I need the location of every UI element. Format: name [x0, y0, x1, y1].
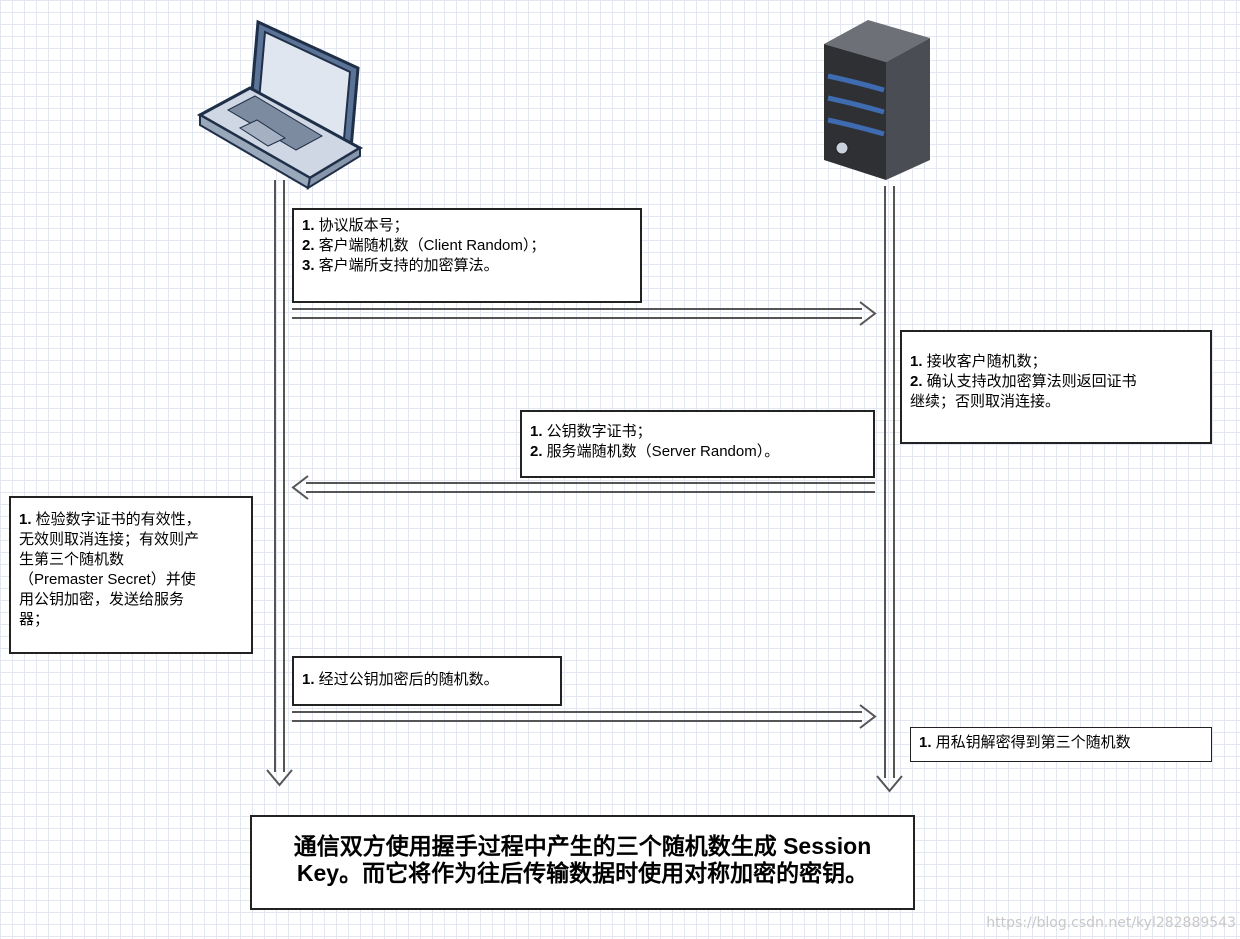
session-key-line-1: 通信双方使用握手过程中产生的三个随机数生成 Session — [293, 833, 872, 859]
session-key-line-2: Key。而它将作为往后传输数据时使用对称加密的密钥。 — [296, 860, 869, 886]
watermark: https://blog.csdn.net/kyl282889543 — [986, 915, 1236, 931]
server-receive-box: 1. 接收客户随机数； 2. 确认支持改加密算法则返回证书 继续；否则取消连接。 — [900, 330, 1212, 444]
client-verify-box: 1. 检验数字证书的有效性， 无效则取消连接；有效则产 生第三个随机数 （Pre… — [9, 496, 253, 654]
session-key-box: 通信双方使用握手过程中产生的三个随机数生成 Session Key。而它将作为往… — [250, 815, 915, 910]
laptop-icon — [196, 19, 364, 191]
client-lifeline — [266, 180, 293, 787]
server-decrypt-box: 1. 用私钥解密得到第三个随机数 — [910, 727, 1212, 762]
server-hello-box: 1. 公钥数字证书； 2. 服务端随机数（Server Random）。 — [520, 410, 875, 478]
arrow-client-hello — [292, 301, 877, 326]
client-hello-box: 1. 协议版本号； 2. 客户端随机数（Client Random）； 3. 客… — [292, 208, 642, 303]
arrow-server-hello — [291, 475, 875, 500]
server-lifeline — [876, 186, 903, 793]
arrow-premaster — [292, 704, 877, 729]
encrypted-random-box: 1. 经过公钥加密后的随机数。 — [292, 656, 562, 706]
server-icon — [824, 20, 930, 180]
